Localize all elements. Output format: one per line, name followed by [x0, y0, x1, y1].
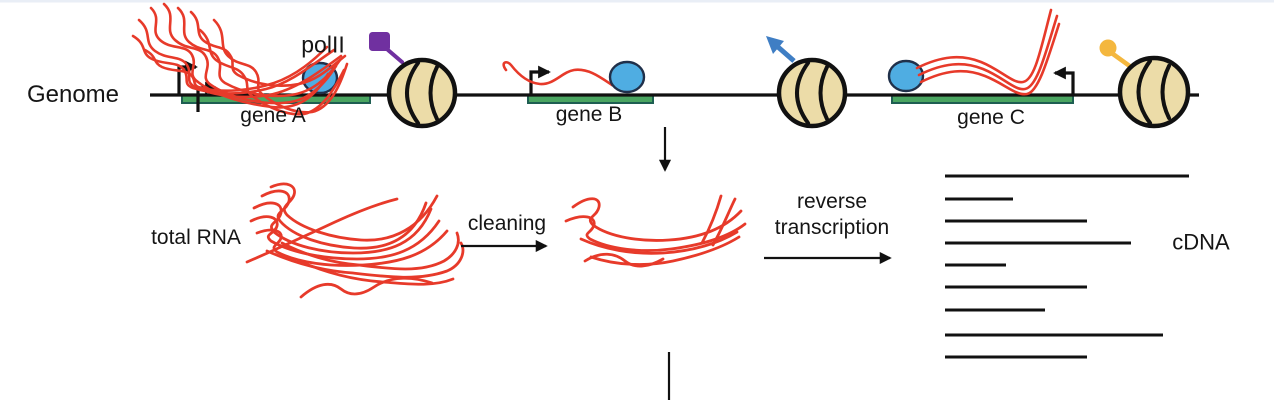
- nascent-rna-gene-b: [502, 60, 614, 87]
- nucleosome-3: [1117, 55, 1191, 129]
- nascent-rna-strands-gene-c: [915, 8, 1061, 96]
- polii-oval-gene-c: [887, 59, 925, 93]
- genome-label: Genome: [26, 81, 120, 108]
- polii-oval-gene-b: [608, 60, 646, 94]
- cleaned-rna-tangle: [564, 194, 747, 268]
- tss-arrow-gene-b: [529, 65, 551, 96]
- total-rna-label: total RNA: [151, 225, 241, 249]
- yellow-histone-mark: [1099, 39, 1134, 70]
- cdna-fragments: [945, 174, 1189, 359]
- window-top-edge: [0, 0, 1274, 3]
- gene-a-label: gene A: [240, 103, 306, 127]
- reverse-transcription-line2: transcription: [774, 216, 890, 239]
- gene-b-label: gene B: [555, 102, 623, 126]
- reverse-transcription-label: reverse transcription: [775, 189, 889, 242]
- tss-arrow-gene-c: [1053, 66, 1075, 96]
- nascent-rna-tangle-gene-a: [131, 2, 349, 116]
- gene-c-label: gene C: [957, 105, 1025, 129]
- polii-label: polII: [301, 31, 345, 58]
- cleaning-label: cleaning: [467, 211, 547, 235]
- nucleosome-2: [776, 57, 848, 129]
- reverse-transcription-line1: reverse: [796, 189, 868, 213]
- total-rna-tangle: [245, 182, 465, 299]
- purple-histone-mark: [369, 32, 404, 64]
- nucleosome-1: [386, 57, 458, 129]
- blue-arrow-mark: [766, 36, 796, 63]
- cdna-label: cDNA: [1172, 229, 1230, 255]
